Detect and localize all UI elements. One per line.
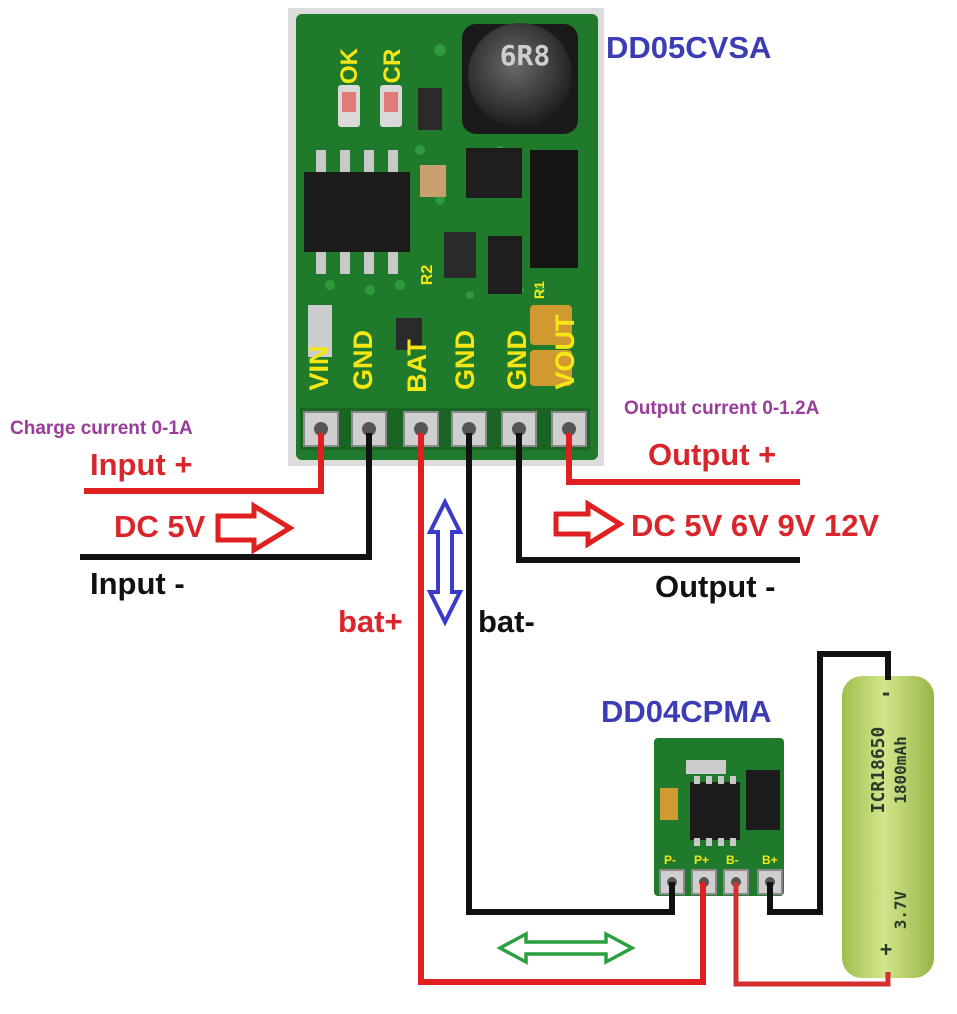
input-arrow-icon [215,501,295,555]
output-arrow-icon [553,499,625,549]
wire-output-plus [566,433,800,485]
wires [80,433,891,987]
bat-flow-arrow-icon [426,497,464,627]
pin-label-gnd-3: GND [502,330,532,390]
output-minus-label: Output - [655,569,776,604]
wire-output-minus [516,433,800,563]
battery-plus-mark: + [880,937,892,961]
output-plus-label: Output + [648,437,777,472]
charge-current-label: Charge current 0-1A [10,418,193,439]
battery-body [842,676,934,978]
battery-model: ICR18650 [868,727,889,814]
charge-pin-label-p-plus: P+ [694,853,709,867]
pin-label-bat: BAT [402,339,432,393]
wire-input-minus [80,433,372,560]
output-current-label: Output current 0-1.2A [624,398,820,419]
wire-bat-plus [418,433,706,985]
pin-label-gnd-1: GND [348,330,378,390]
input-minus-label: Input - [90,566,185,601]
main-module: OK CR 6R8 [288,8,604,466]
charge-pin-labels: P- P+ B- B+ [664,853,778,867]
led-cr-label: CR [379,49,406,84]
main-pin-labels: VIN GND BAT GND GND VOUT [304,314,580,393]
charge-pin-label-b-minus: B- [726,853,739,867]
input-voltage-label: DC 5V [114,509,206,544]
direction-arrows [215,497,636,965]
input-plus-label: Input + [90,447,193,482]
led-ok-label: OK [336,47,363,84]
wire-battery-minus [767,651,891,915]
battery-capacity: 1800mAh [891,736,910,803]
main-pin-pads [300,408,590,450]
charger-ic [304,150,410,274]
status-leds: OK CR [336,47,442,130]
inductor: 6R8 [462,23,578,134]
smd-components [308,148,578,386]
wire-battery-plus [733,882,891,987]
charge-pin-label-p-minus: P- [664,853,676,867]
output-voltage-label: DC 5V 6V 9V 12V [631,508,880,543]
pin-label-gnd-2: GND [450,330,480,390]
silk-r2: R2 [419,265,436,286]
main-module-name: DD05CVSA [606,30,772,65]
charge-flow-arrow-icon [496,931,636,965]
wire-input-plus [84,433,324,494]
battery-minus-mark: - [880,681,892,705]
bat-minus-label: bat- [478,604,535,639]
charge-module-name: DD04CPMA [601,694,772,729]
inductor-label: 6R8 [500,39,551,72]
bat-plus-label: bat+ [338,604,403,639]
battery-18650: ICR18650 1800mAh 3.7V - + [842,676,934,978]
charge-module: P- P+ B- B+ [654,738,784,896]
pin-label-vin: VIN [304,345,334,390]
silk-r1: R1 [531,281,547,299]
battery-voltage: 3.7V [891,890,910,929]
resistor-icon [418,88,442,130]
wire-bat-minus [466,433,675,915]
pin-label-vout: VOUT [550,314,580,390]
charge-pin-label-b-plus: B+ [762,853,778,867]
